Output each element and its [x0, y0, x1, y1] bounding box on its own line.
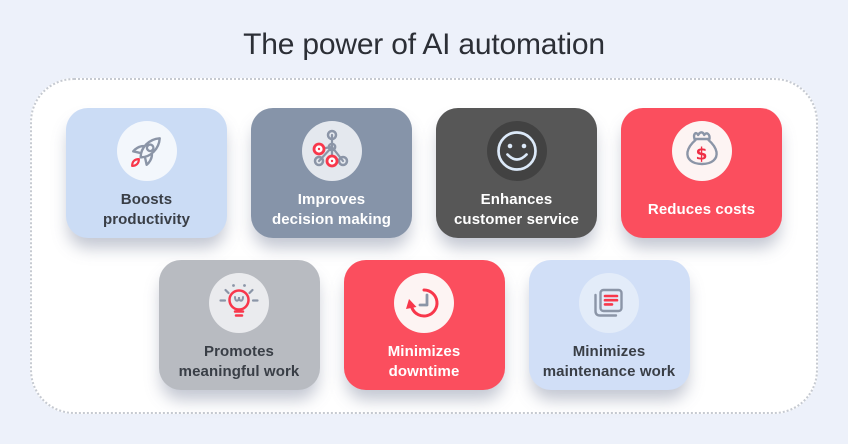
network-nodes-icon: [301, 121, 362, 181]
card-label: Improves decision making: [271, 190, 392, 229]
card-improves-decision-making: Improves decision making: [251, 108, 412, 238]
svg-text:$: $: [695, 145, 707, 165]
documents-icon: [579, 273, 639, 333]
card-minimizes-maintenance-work: Minimizes maintenance work: [528, 260, 690, 390]
rocket-icon: [116, 121, 177, 181]
cards-row-2: Promotes meaningful work Minimizes downt…: [32, 260, 816, 390]
cards-row-1: Boosts productivity: [32, 108, 816, 238]
card-enhances-customer-service: Enhances customer service: [436, 108, 597, 238]
card-label: Promotes meaningful work: [178, 342, 300, 381]
card-label: Minimizes maintenance work: [542, 342, 676, 381]
page-title: The power of AI automation: [243, 28, 605, 61]
card-reduces-costs: $ Reduces costs: [621, 108, 782, 238]
money-bag-icon: $: [671, 121, 732, 181]
dotted-panel: Boosts productivity: [30, 78, 818, 414]
card-promotes-meaningful-work: Promotes meaningful work: [158, 260, 320, 390]
clock-refresh-icon: [394, 273, 454, 333]
card-minimizes-downtime: Minimizes downtime: [343, 260, 505, 390]
card-label: Boosts productivity: [102, 190, 191, 229]
card-label: Enhances customer service: [453, 190, 579, 229]
lightbulb-icon: [209, 273, 269, 333]
card-label: Reduces costs: [647, 200, 756, 218]
card-label: Minimizes downtime: [387, 342, 461, 381]
card-boosts-productivity: Boosts productivity: [66, 108, 227, 238]
smiley-face-icon: [486, 121, 547, 181]
